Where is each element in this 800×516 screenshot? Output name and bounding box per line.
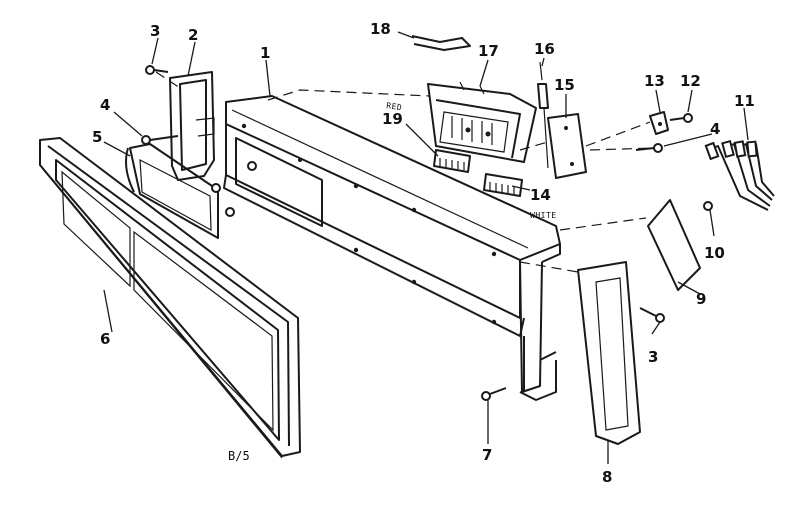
callout-1: 1 — [260, 44, 270, 62]
bracket-part-2 — [169, 71, 215, 181]
cover-plate-part-9 — [647, 199, 701, 291]
callout-3-top: 3 — [150, 22, 160, 40]
connector-part-14 — [483, 173, 523, 197]
callout-6: 6 — [100, 330, 110, 348]
screw-housing — [247, 161, 257, 171]
screw-10 — [703, 201, 713, 211]
callout-7: 7 — [482, 446, 492, 464]
callout-3-right: 3 — [648, 348, 658, 366]
screw-7 — [481, 391, 491, 401]
wire-harness-part-11 — [704, 139, 775, 211]
callout-14: 14 — [530, 186, 551, 204]
front-panel-part-6 — [39, 137, 301, 459]
callout-11: 11 — [734, 92, 755, 110]
control-module-part-17 — [427, 81, 537, 163]
screw-12 — [683, 113, 693, 123]
screws — [141, 65, 713, 401]
console-housing-part-1 — [223, 95, 561, 401]
callout-12: 12 — [680, 72, 701, 90]
screw-4-right — [653, 143, 663, 153]
callout-19: 19 — [382, 110, 403, 128]
callout-15: 15 — [554, 76, 575, 94]
wire-label-white: WHITE — [530, 211, 557, 220]
callout-2: 2 — [188, 26, 198, 44]
callouts: 3 2 1 4 5 6 7 8 3 9 10 11 12 13 4 14 15 … — [92, 20, 755, 486]
assembly-lines — [155, 71, 655, 273]
callout-4-left: 4 — [100, 96, 110, 114]
screw-left-1 — [211, 183, 221, 193]
wire-label-red: RED — [386, 101, 403, 112]
screw-left-2 — [225, 207, 235, 217]
connector-part-19 — [433, 149, 471, 173]
callout-9: 9 — [696, 290, 706, 308]
circuit-board-part-15 — [547, 113, 587, 179]
callout-8: 8 — [602, 468, 612, 486]
screw-3-right — [655, 313, 665, 323]
clip-part-18 — [411, 35, 471, 51]
callout-18: 18 — [370, 20, 391, 38]
diagram-code: B/5 — [228, 449, 250, 463]
leader-lines — [103, 31, 749, 464]
callout-17: 17 — [478, 42, 499, 60]
callout-16: 16 — [534, 40, 555, 58]
callout-5: 5 — [92, 128, 102, 146]
callout-13: 13 — [644, 72, 665, 90]
clip-part-13 — [649, 111, 669, 135]
component-part-16 — [537, 61, 549, 169]
screw-4-left — [141, 135, 151, 145]
callout-4-right: 4 — [710, 120, 720, 138]
callout-10: 10 — [704, 244, 725, 262]
screw-3-top — [145, 65, 155, 75]
grille-part-8 — [577, 261, 641, 445]
